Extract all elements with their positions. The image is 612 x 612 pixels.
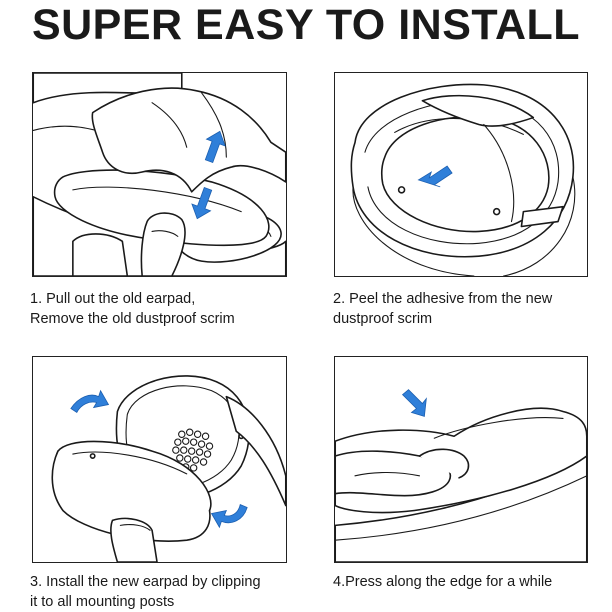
- step-3-line-1: 3. Install the new earpad by clipping: [30, 574, 261, 590]
- pull-earpad-drawing: [33, 73, 286, 276]
- step-4-illustration: [334, 356, 588, 563]
- step-3-line-2: it to all mounting posts: [30, 594, 175, 610]
- page-title: SUPER EASY TO INSTALL: [31, 1, 581, 49]
- step-1-caption: 1. Pull out the old earpad, Remove the o…: [30, 289, 235, 329]
- curved-arrow-icon: [210, 504, 248, 529]
- step-1-line-2: Remove the old dustproof scrim: [30, 311, 235, 327]
- step-1-line-1: 1. Pull out the old earpad,: [30, 291, 196, 307]
- step-4-line-1: 4.Press along the edge for a while: [333, 574, 553, 590]
- step-3-illustration: [32, 356, 287, 563]
- install-earpad-drawing: [51, 375, 286, 562]
- step-2-illustration: [334, 72, 588, 277]
- step-1-illustration: [32, 72, 287, 277]
- step-4-caption: 4.Press along the edge for a while: [333, 572, 552, 592]
- arrow-diagonal-icon: [401, 389, 427, 417]
- arrow-down-icon: [191, 186, 213, 220]
- step-2-line-2: dustproof scrim: [333, 311, 433, 327]
- speaker-grille: [172, 428, 214, 472]
- press-edge-drawing: [335, 389, 587, 562]
- step-2-caption: 2. Peel the adhesive from the new dustpr…: [333, 289, 552, 329]
- peel-scrim-drawing: [350, 83, 576, 276]
- step-3-caption: 3. Install the new earpad by clipping it…: [30, 572, 261, 612]
- arrow-up-icon: [204, 130, 226, 164]
- step-2-line-1: 2. Peel the adhesive from the new: [333, 291, 553, 307]
- arrow-diagonal-icon: [417, 165, 453, 188]
- curved-arrow-icon: [70, 389, 110, 414]
